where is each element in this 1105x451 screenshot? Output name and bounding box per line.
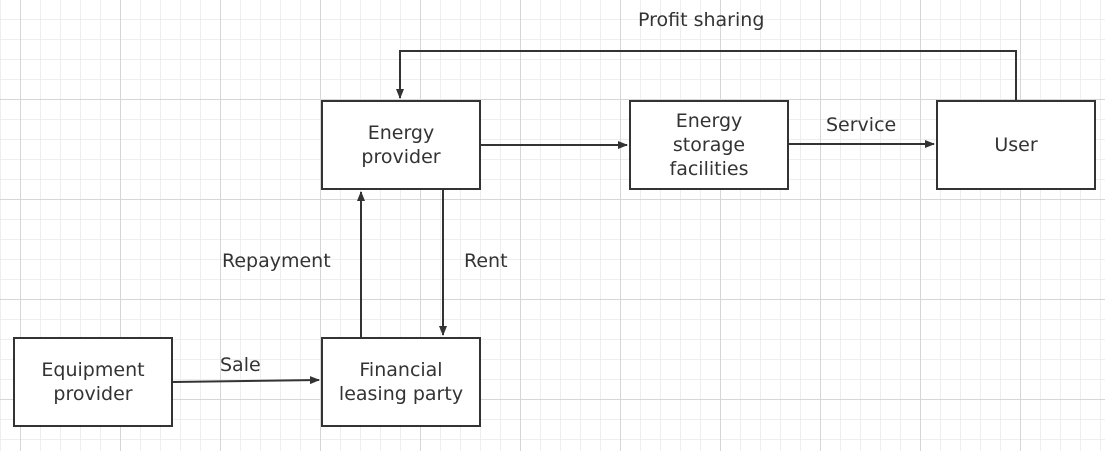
user-node: User [936, 100, 1096, 190]
rent-label: Rent [464, 250, 508, 272]
service-label: Service [826, 114, 897, 136]
repayment-label: Repayment [222, 250, 331, 272]
edge-user-to-provider [396, 50, 1017, 100]
profit-sharing-label: Profit sharing [638, 9, 765, 31]
equipment-provider-node: Equipment provider [13, 337, 173, 427]
energy-storage-node: Energy storage facilities [629, 100, 789, 190]
energy-provider-node: Energy provider [321, 100, 481, 190]
edge-equipment-to-leasing [172, 376, 320, 385]
sale-label: Sale [220, 354, 261, 376]
financial-leasing-node: Financial leasing party [321, 337, 481, 427]
